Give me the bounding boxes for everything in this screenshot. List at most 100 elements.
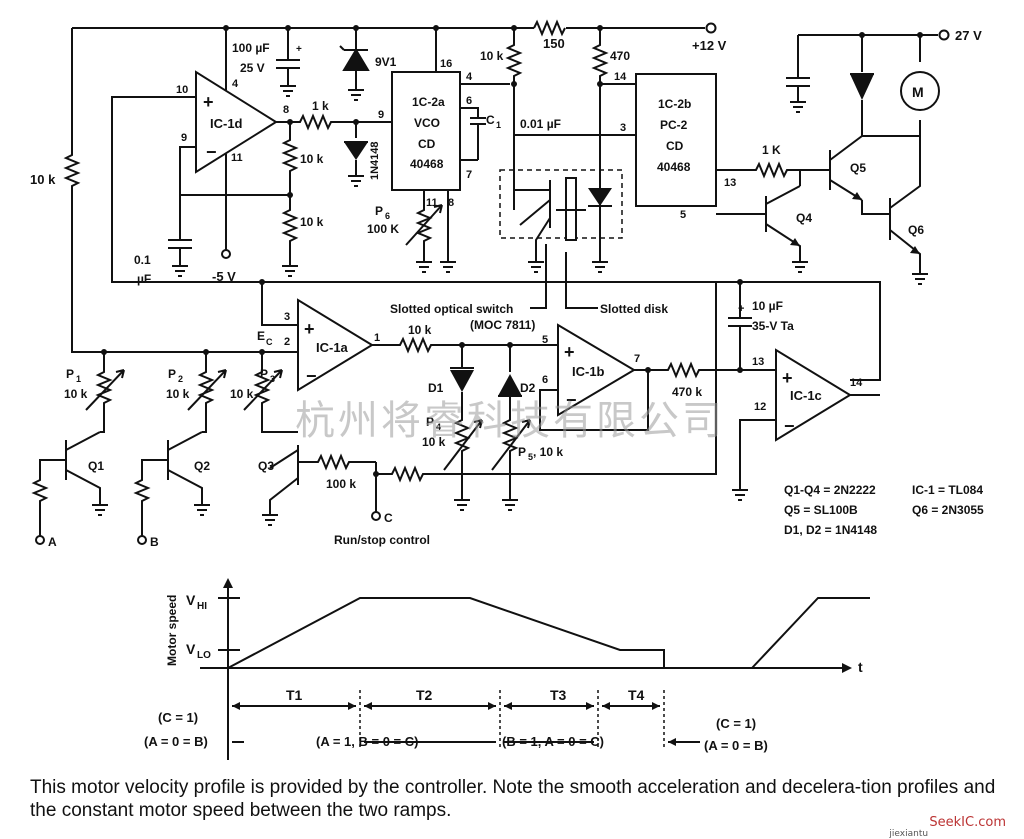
pin-14c: 14	[850, 377, 863, 389]
capacitor-0-1uf: 0.1 µF	[134, 195, 192, 286]
cond-left-2: (A = 0 = B)	[144, 734, 208, 749]
pin-1: 1	[374, 332, 380, 344]
c1-sub: 1	[496, 120, 501, 130]
vlo-label: V	[186, 641, 196, 657]
pin-11b: 11	[426, 197, 438, 209]
ic1d-label: IC-1d	[210, 116, 243, 131]
pin-4b: 4	[466, 71, 473, 83]
optical-switch-box	[499, 169, 623, 239]
optical-label: Slotted optical switch	[390, 302, 513, 316]
r150-label: 150	[543, 36, 565, 51]
c1val-label: 0.01 µF	[520, 117, 561, 131]
d2-label: D2	[520, 381, 536, 395]
input-transistors: P 1 10 k A Q1 P 2 10 k B Q2 P 3 10 k Q3 …	[31, 282, 717, 549]
pin-7b: 7	[634, 353, 640, 365]
opamp-ic1c: + 10 µF 35-V Ta + − IC-1c 13 12 14	[728, 279, 880, 501]
plus12-terminal	[705, 22, 717, 34]
speed-curve	[227, 597, 870, 669]
parts-q1q4: Q1-Q4 = 2N2222	[784, 483, 876, 497]
pin-9: 9	[181, 132, 187, 144]
pin-12: 12	[754, 401, 766, 413]
cond-t34: (B = 1, A = 0 = C)	[502, 734, 604, 749]
plus-sign: +	[304, 319, 315, 339]
parts-d1d2: D1, D2 = 1N4148	[784, 523, 877, 537]
c10v-label: 35-V Ta	[752, 319, 794, 333]
plus12-label: +12 V	[692, 38, 727, 53]
opamp-ic1b: + − IC-1b 5 6 7 470 k	[539, 323, 776, 431]
p4-sub: 4	[436, 422, 441, 432]
figure-caption: This motor velocity profile is provided …	[30, 777, 996, 821]
c01u-label: µF	[137, 272, 151, 286]
pin-9b: 9	[378, 109, 384, 121]
clamp-diodes: D1 P 4 10 k D2 P 5 , 10 k	[422, 345, 563, 511]
t1-label: T1	[286, 687, 303, 703]
t2-label: T2	[416, 687, 433, 703]
p2-sub: 2	[178, 374, 183, 384]
runstop-label: Run/stop control	[334, 533, 430, 547]
pin-8: 8	[283, 104, 289, 116]
ec-sub: C	[266, 337, 273, 347]
r1k2-label: 1 K	[762, 143, 781, 157]
pin-11: 11	[231, 152, 243, 164]
ic-2a-vco: 1C-2a VCO CD 40468 16 9 4 6 7 11 8 C 1 0…	[367, 25, 561, 273]
ic-2b-pc2: 1C-2b PC-2 CD 40468 3 13 5 1 K	[514, 73, 806, 221]
p6-sub: 6	[385, 211, 390, 221]
polarity-plus: +	[296, 44, 302, 55]
c100v-label: 25 V	[240, 61, 265, 75]
t-axis-label: t	[858, 659, 863, 675]
q6-label: Q6	[908, 223, 924, 237]
motor-symbol	[900, 71, 940, 111]
ic2a-line4: 40468	[410, 157, 444, 171]
r100k-label: 100 k	[326, 477, 356, 491]
p4val-label: 10 k	[422, 435, 446, 449]
ic2a-line3: CD	[418, 137, 436, 151]
r470k-label: 470 k	[672, 385, 702, 399]
p1-label: P	[66, 367, 74, 381]
pin-7: 7	[466, 169, 472, 181]
polarity-plus: +	[738, 303, 744, 315]
minus5-label: -5 V	[212, 269, 236, 284]
plus-sign: +	[203, 92, 214, 112]
ic1b-label: IC-1b	[572, 364, 605, 379]
pin-4: 4	[232, 78, 239, 90]
input-b-label: B	[150, 535, 159, 549]
pin-3a: 3	[284, 311, 290, 323]
pin-6b: 6	[542, 374, 548, 386]
pin-16: 16	[440, 58, 452, 70]
z9v1-label: 9V1	[375, 55, 397, 69]
vlo-sub: LO	[197, 650, 211, 661]
vhi-label: V	[186, 592, 196, 608]
parts-q6: Q6 = 2N3055	[912, 503, 984, 517]
logo-sub: jiexiantu	[889, 829, 929, 839]
pin-5: 5	[680, 209, 686, 221]
input-c-label: C	[384, 511, 393, 525]
t3-label: T3	[550, 687, 567, 703]
parts-ic1: IC-1 = TL084	[912, 483, 983, 497]
r10ka-label: 10 k	[300, 152, 324, 166]
ic2b-line2: PC-2	[660, 118, 688, 132]
pin-2: 2	[284, 336, 290, 348]
opamp-ic1d: + − IC-1d 10 9 4 11 8 -5 V	[111, 25, 881, 381]
pin-14: 14	[614, 71, 627, 83]
capacitor-100uf: + 100 µF 25 V	[232, 25, 302, 97]
d1n4148-label: 1N4148	[369, 141, 381, 180]
optical-part-label: (MOC 7811)	[470, 318, 535, 332]
ec-label: E	[257, 329, 265, 343]
ic2a-line1: 1C-2a	[412, 95, 445, 109]
p1-sub: 1	[76, 374, 81, 384]
plus-sign: +	[782, 368, 793, 388]
ic1d-output-network: 1 k 10 k 10 k 1N4148	[276, 99, 392, 277]
ic2b-line1: 1C-2b	[658, 97, 691, 111]
c100-label: 100 µF	[232, 41, 270, 55]
velocity-profile: t Motor speed V HI V LO T1 T2 T3 T4 (C =…	[144, 578, 870, 760]
parts-q5: Q5 = SL100B	[784, 503, 858, 517]
p3-sub: 3	[270, 374, 275, 384]
cond-right-2: (A = 0 = B)	[704, 738, 768, 753]
ic2b-line4: 40468	[657, 160, 691, 174]
q4-label: Q4	[796, 211, 812, 225]
plus27-label: 27 V	[955, 28, 982, 43]
c1-label: C	[486, 113, 495, 127]
p3val-label: 10 k	[230, 387, 254, 401]
p4-label: P	[426, 415, 434, 429]
input-a-label: A	[48, 535, 57, 549]
